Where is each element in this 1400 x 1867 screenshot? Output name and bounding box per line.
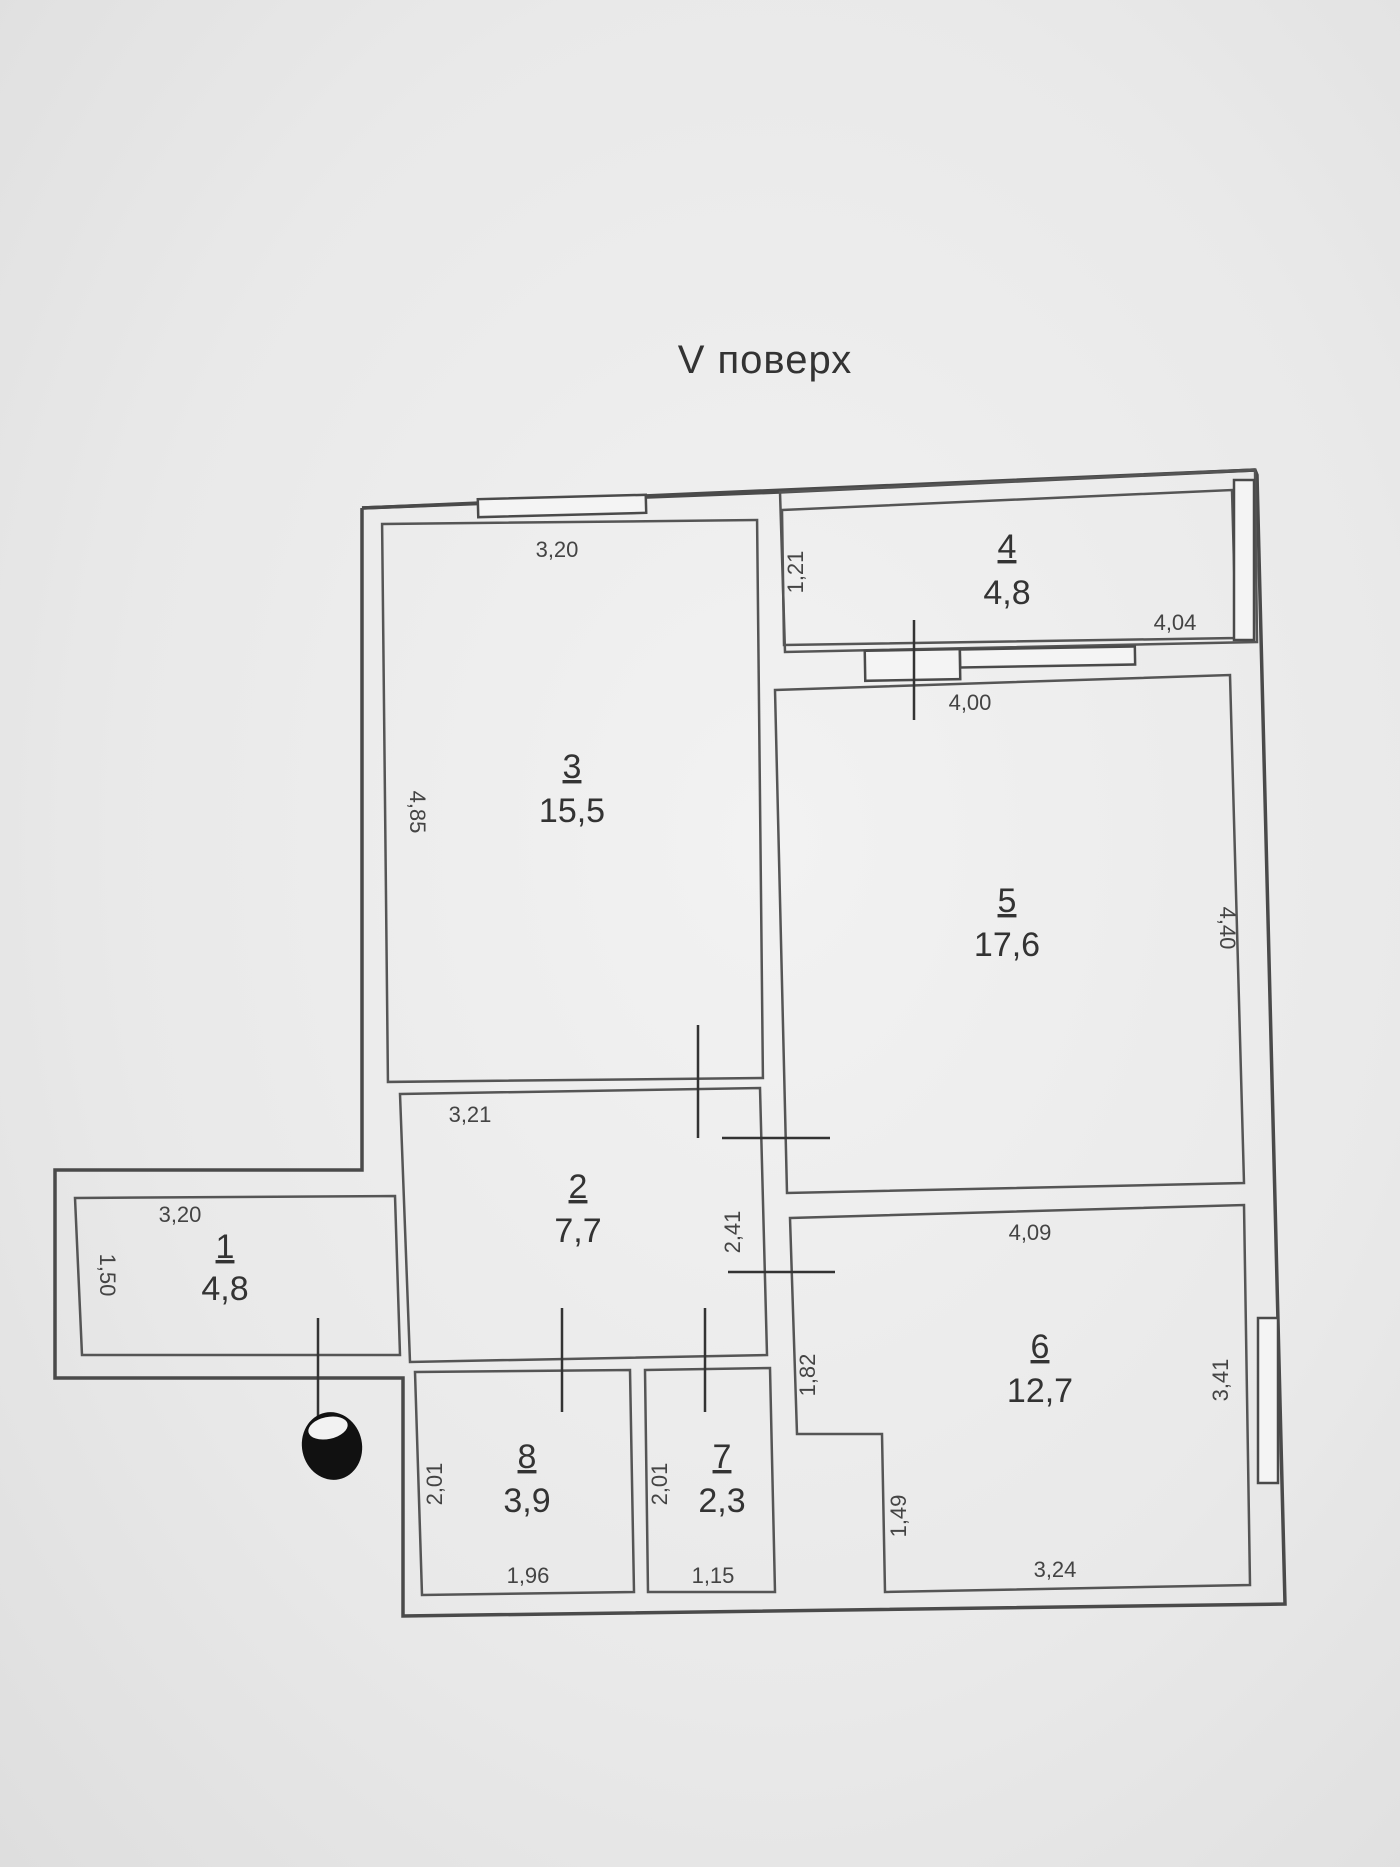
room-5-area: 17,6: [974, 926, 1040, 964]
window-room-3: [476, 493, 648, 519]
room-6-outline: [788, 1203, 1252, 1594]
room-2-area: 7,7: [554, 1212, 601, 1250]
dim-room-2-top: 3,21: [449, 1102, 492, 1127]
room-6-number: 6: [1031, 1328, 1050, 1366]
dim-room-2-right: 2,41: [720, 1211, 745, 1254]
dimension-labels: 3,20 4,85 1,21 4,04 4,00 4,40 3,21 2,41 …: [95, 537, 1240, 1588]
balcony-door: [863, 647, 962, 683]
dim-room-3-left: 4,85: [405, 791, 430, 834]
dim-room-7-bottom: 1,15: [692, 1563, 735, 1588]
window-room-6: [1256, 1316, 1280, 1485]
room-2-number: 2: [569, 1168, 588, 1206]
room-8-number: 8: [518, 1438, 537, 1476]
door-marks: [316, 620, 916, 1420]
room-8-outline: [413, 1368, 636, 1597]
room-3-number: 3: [563, 748, 582, 786]
dim-room-1-top: 3,20: [159, 1202, 202, 1227]
dim-room-4-left: 1,21: [783, 551, 808, 594]
room-1-outline: [73, 1194, 402, 1357]
outer-walls: [53, 468, 1287, 1618]
dim-room-4-bottom: 4,04: [1154, 610, 1197, 635]
room-8-area: 3,9: [503, 1482, 550, 1520]
dim-room-8-bottom: 1,96: [507, 1563, 550, 1588]
entrance-arrow-icon: [301, 1412, 363, 1480]
room-1-number: 1: [216, 1228, 235, 1266]
dim-room-6-notch: 1,49: [886, 1495, 911, 1538]
window-room-5: [958, 645, 1137, 669]
room-7-number: 7: [713, 1438, 732, 1476]
dim-room-3-top: 3,20: [536, 537, 579, 562]
dim-room-6-left: 1,82: [795, 1354, 820, 1397]
window-room-4: [1232, 478, 1256, 642]
dim-room-8-left: 2,01: [422, 1463, 447, 1506]
room-1-area: 4,8: [201, 1270, 248, 1308]
room-7-outline: [643, 1366, 777, 1594]
dim-room-7-left: 2,01: [647, 1463, 672, 1506]
room-3-outline: [380, 518, 765, 1084]
room-3-area: 15,5: [539, 792, 605, 830]
dim-room-1-left: 1,50: [95, 1254, 120, 1297]
dim-room-6-bottom: 3,24: [1034, 1557, 1077, 1582]
room-5-number: 5: [998, 882, 1017, 920]
room-5-outline: [773, 673, 1246, 1195]
dim-room-6-right: 3,41: [1208, 1359, 1233, 1402]
room-labels: 3 15,5 4 4,8 5 17,6 2 7,7 1 4,8 6 12,7 8…: [201, 528, 1073, 1520]
dim-room-6-top: 4,09: [1009, 1220, 1052, 1245]
room-2-outline: [398, 1086, 769, 1364]
room-7-area: 2,3: [698, 1482, 745, 1520]
dim-room-5-right: 4,40: [1215, 907, 1240, 950]
room-4-number: 4: [998, 528, 1017, 566]
room-6-area: 12,7: [1007, 1372, 1073, 1410]
room-4-area: 4,8: [983, 574, 1030, 612]
dim-room-5-top: 4,00: [949, 690, 992, 715]
floor-title: V поверх: [677, 338, 853, 382]
